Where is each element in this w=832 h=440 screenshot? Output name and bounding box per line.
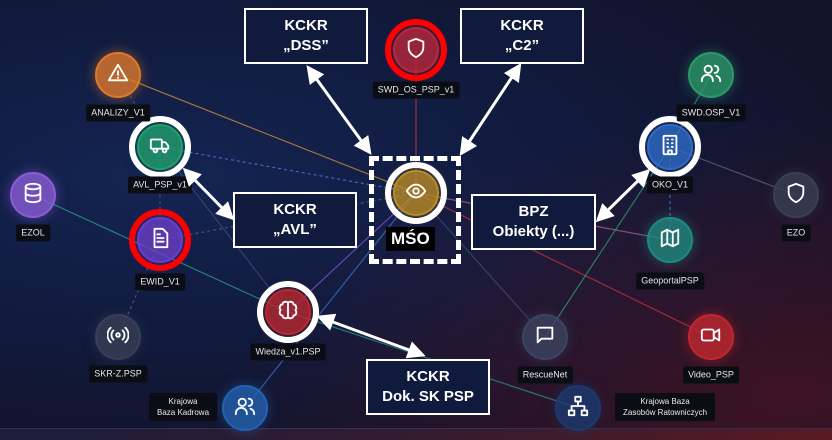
label-line: Baza Kadrowa: [156, 408, 210, 417]
connection-line: [415, 192, 712, 338]
node-ezo[interactable]: [773, 172, 819, 218]
node-swdos[interactable]: [385, 19, 447, 81]
connection-line: [415, 192, 546, 338]
node-label-ezol: EZOL: [16, 224, 50, 242]
node-label-ezo: EZO: [781, 224, 811, 242]
hierarchy-icon: [567, 395, 589, 422]
users-icon: [234, 395, 256, 422]
node-kbzr[interactable]: [555, 385, 601, 431]
mso-title: MŚO: [386, 227, 435, 251]
node-label-rescue: RescueNet: [517, 366, 573, 384]
callout-kckr-c2: KCKR „C2”: [460, 8, 584, 64]
node-label-swdosp: SWD.OSP_V1: [676, 104, 746, 122]
highlight-ring: [129, 116, 191, 178]
connection-line: [159, 146, 289, 313]
node-geo[interactable]: [647, 217, 693, 263]
callout-line: „AVL”: [273, 221, 317, 238]
highlight-ring: [385, 162, 447, 224]
node-swdosp[interactable]: [688, 52, 734, 98]
bottom-bar: [0, 428, 832, 440]
highlight-ring: [129, 209, 191, 271]
callout-line: „C2”: [504, 37, 540, 54]
node-skrz[interactable]: [95, 314, 141, 360]
node-label-wiedza: Wiedza_v1.PSP: [250, 343, 326, 361]
node-ezol[interactable]: [10, 172, 56, 218]
node-ewid[interactable]: [129, 209, 191, 271]
node-rescue[interactable]: [522, 314, 568, 360]
callout-line: „DSS”: [283, 37, 329, 54]
node-label-analizy: ANALIZY_V1: [86, 104, 150, 122]
highlight-ring: [385, 19, 447, 81]
node-label-avl: AVL_PSP_v1: [128, 176, 192, 194]
node-analizy[interactable]: [95, 52, 141, 98]
node-video[interactable]: [688, 314, 734, 360]
callout-line: KCKR: [406, 368, 450, 385]
node-label-video: Video_PSP: [683, 366, 739, 384]
map-icon: [659, 227, 681, 254]
highlight-ring: [639, 116, 701, 178]
callout-bpz-obiekty: BPZ Obiekty (...): [471, 194, 596, 250]
callout-kckr-dok-sk-psp: KCKR Dok. SK PSP: [366, 359, 490, 415]
database-icon: [22, 182, 44, 209]
node-kbk[interactable]: [222, 385, 268, 431]
node-label-geo: GeoportalPSP: [636, 272, 704, 290]
node-avl[interactable]: [129, 116, 191, 178]
callout-line: KCKR: [284, 17, 328, 34]
mso-dashed-frame: [369, 156, 461, 264]
node-label-swdos: SWD_OS_PSP_v1: [372, 81, 460, 99]
label-line: Krajowa Baza: [640, 397, 690, 406]
callout-kckr-dss: KCKR „DSS”: [244, 8, 368, 64]
node-label-ewid: EWID_V1: [135, 273, 185, 291]
node-wiedza[interactable]: [257, 281, 319, 343]
node-label-oko: OKO_V1: [646, 176, 694, 194]
callout-line: KCKR: [273, 201, 317, 218]
node-oko[interactable]: [639, 116, 701, 178]
node-mso[interactable]: [385, 162, 447, 224]
highlight-ring: [257, 281, 319, 343]
node-label-skrz: SKR-Z.PSP: [89, 365, 147, 383]
callout-kckr-avl: KCKR „AVL”: [233, 192, 357, 248]
shield-icon: [785, 182, 807, 209]
video-icon: [700, 324, 722, 351]
broadcast-icon: [106, 324, 130, 351]
chat-icon: [534, 324, 556, 351]
label-line: Zasobów Ratowniczych: [622, 408, 708, 417]
callout-line: Dok. SK PSP: [382, 388, 474, 405]
label-line: Krajowa: [168, 397, 198, 406]
callout-line: BPZ: [518, 203, 549, 220]
callout-line: KCKR: [500, 17, 544, 34]
callout-line: Obiekty (...): [492, 223, 575, 240]
connection-line: [117, 74, 417, 194]
users-icon: [700, 62, 722, 89]
warning-icon: [107, 62, 129, 89]
